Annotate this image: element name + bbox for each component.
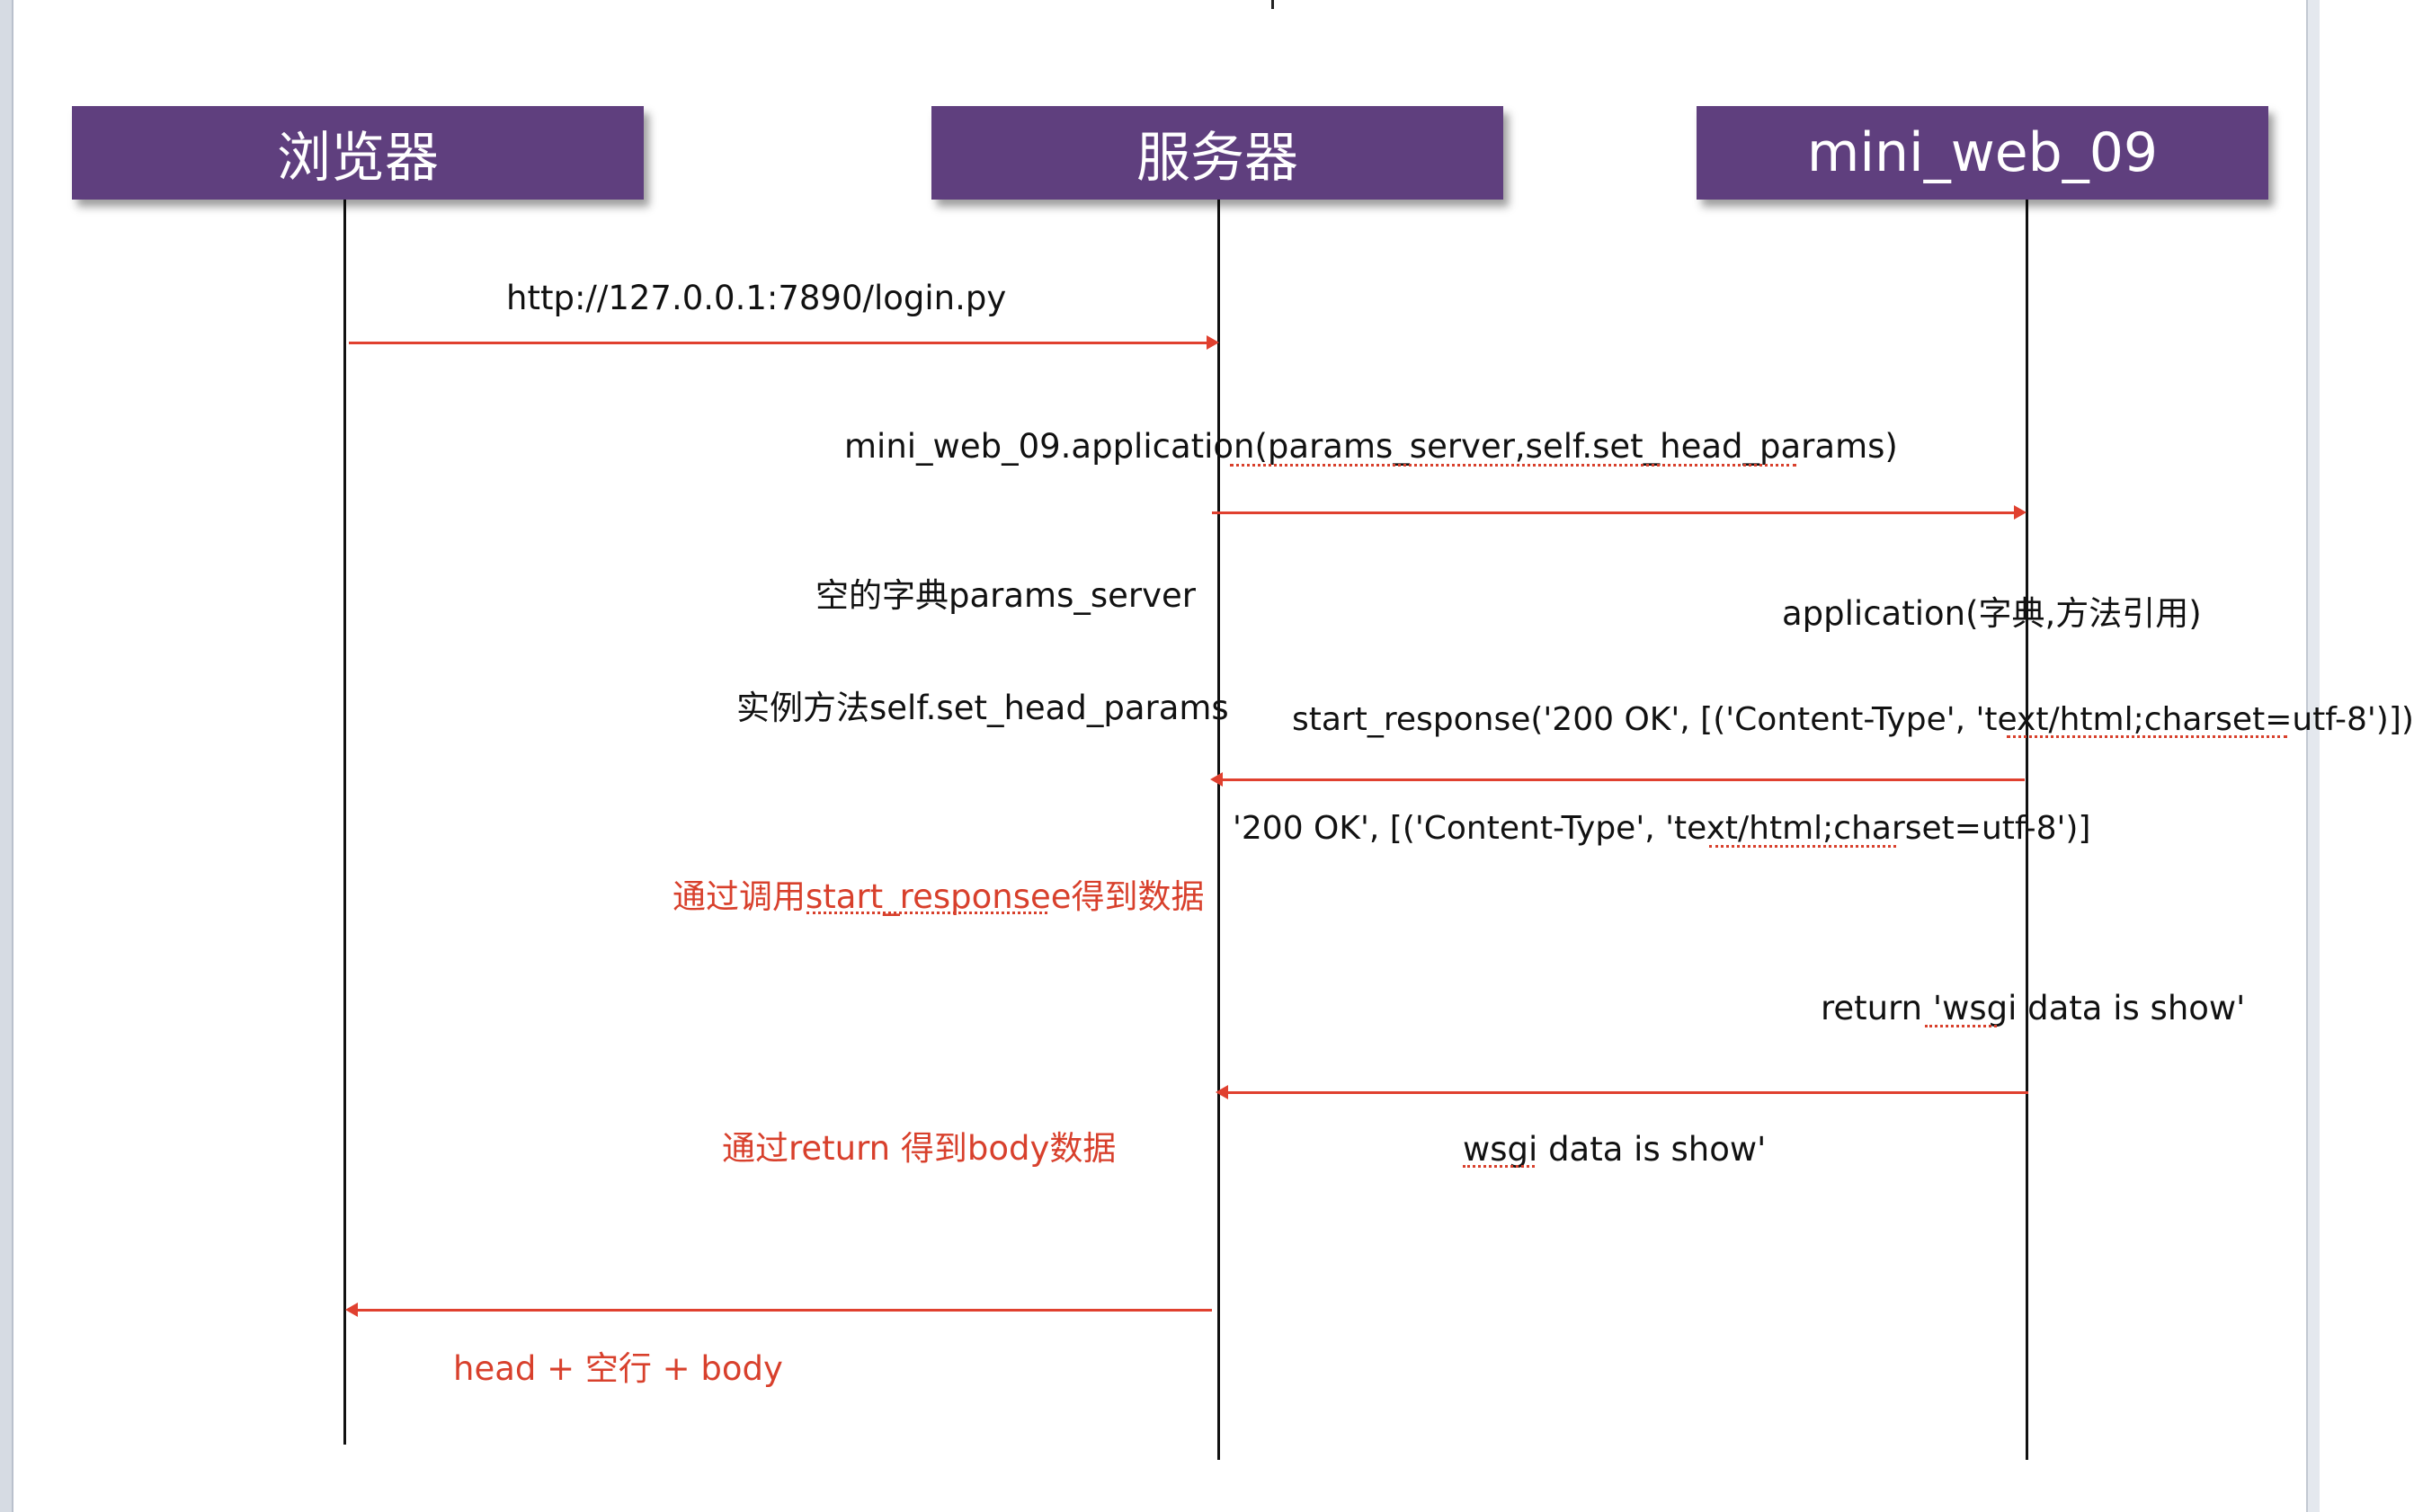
top-marker (1271, 0, 1274, 9)
return-arrow (1216, 1085, 2028, 1099)
request-arrow (349, 335, 1219, 350)
actor-mini-web-label: mini_web_09 (1806, 121, 2159, 184)
empty-dict-label: 空的字典params_server (815, 576, 1196, 615)
spellcheck-underline (1230, 458, 1796, 467)
spellcheck-underline (1463, 1160, 1535, 1168)
response-note: head + 空行 + body (453, 1349, 783, 1388)
response-arrow (345, 1303, 1212, 1317)
start-response-call-label: start_response('200 OK', [('Content-Type… (1292, 701, 2414, 738)
lifeline-browser (343, 184, 346, 1445)
actor-browser-label: 浏览器 (277, 126, 439, 190)
call-application-arrow (1212, 505, 2027, 520)
spellcheck-underline (806, 906, 1047, 914)
request-url-label: http://127.0.0.1:7890/login.py (506, 279, 1007, 317)
return-value-label: wsgi data is show' (1463, 1130, 1767, 1169)
note-return: 通过return 得到body数据 (722, 1129, 1117, 1168)
actor-server-label: 服务器 (1136, 126, 1298, 190)
lifeline-server (1217, 200, 1220, 1460)
window-left-edge (0, 0, 13, 1512)
instance-method-label: 实例方法self.set_head_params (736, 689, 1229, 727)
start-response-value-label: '200 OK', [('Content-Type', 'text/html;c… (1233, 810, 2091, 847)
window-right-edge (2306, 0, 2320, 1512)
start-response-arrow (1210, 772, 2025, 787)
lifeline-mini-web (2026, 200, 2028, 1460)
actor-mini-web: mini_web_09 (1697, 106, 2268, 200)
actor-server: 服务器 (931, 106, 1503, 200)
spellcheck-underline (1925, 1019, 1997, 1027)
spellcheck-underline (2007, 730, 2287, 738)
spellcheck-underline (1709, 840, 1896, 848)
return-call-label: return 'wsgi data is show' (1821, 989, 2246, 1027)
note-start-response: 通过调用start_responsee得到数据 (673, 877, 1205, 916)
app-signature-label: application(字典,方法引用) (1782, 594, 2202, 633)
actor-browser: 浏览器 (72, 106, 644, 200)
call-application-label: mini_web_09.application(params_server,se… (844, 427, 1898, 466)
